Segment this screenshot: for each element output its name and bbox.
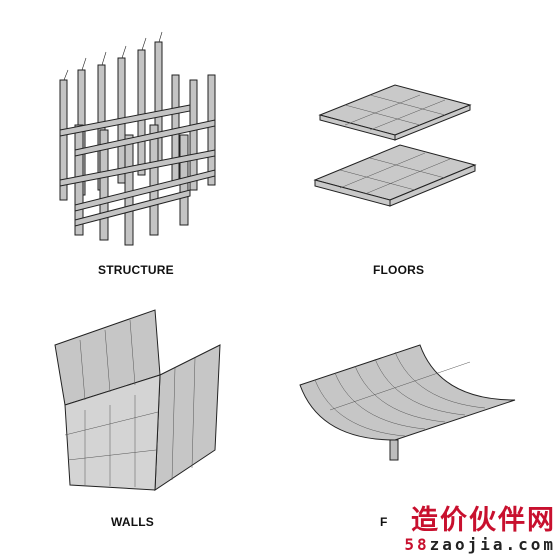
walls-caption: WALLS bbox=[111, 515, 154, 529]
roof-shell-drawing bbox=[299, 344, 516, 461]
roof-diagram bbox=[290, 340, 520, 480]
structure-diagram bbox=[40, 30, 240, 260]
watermark-url: 58zaojia.com bbox=[404, 535, 556, 554]
roof-caption: F bbox=[380, 515, 388, 529]
structure-frame-drawing bbox=[59, 31, 216, 246]
floors-caption: FLOORS bbox=[373, 263, 425, 277]
watermark-url-prefix: 58 bbox=[404, 535, 430, 554]
watermark-chinese-text: 造价伙伴网 bbox=[411, 505, 556, 536]
floors-diagram bbox=[300, 60, 490, 230]
structure-caption: STRUCTURE bbox=[98, 263, 174, 277]
walls-diagram bbox=[40, 300, 240, 500]
floors-plates-drawing bbox=[313, 84, 477, 207]
watermark: 造价伙伴网 58zaojia.com bbox=[404, 498, 556, 554]
watermark-url-rest: zaojia.com bbox=[429, 535, 556, 554]
walls-enclosure-drawing bbox=[54, 309, 221, 491]
